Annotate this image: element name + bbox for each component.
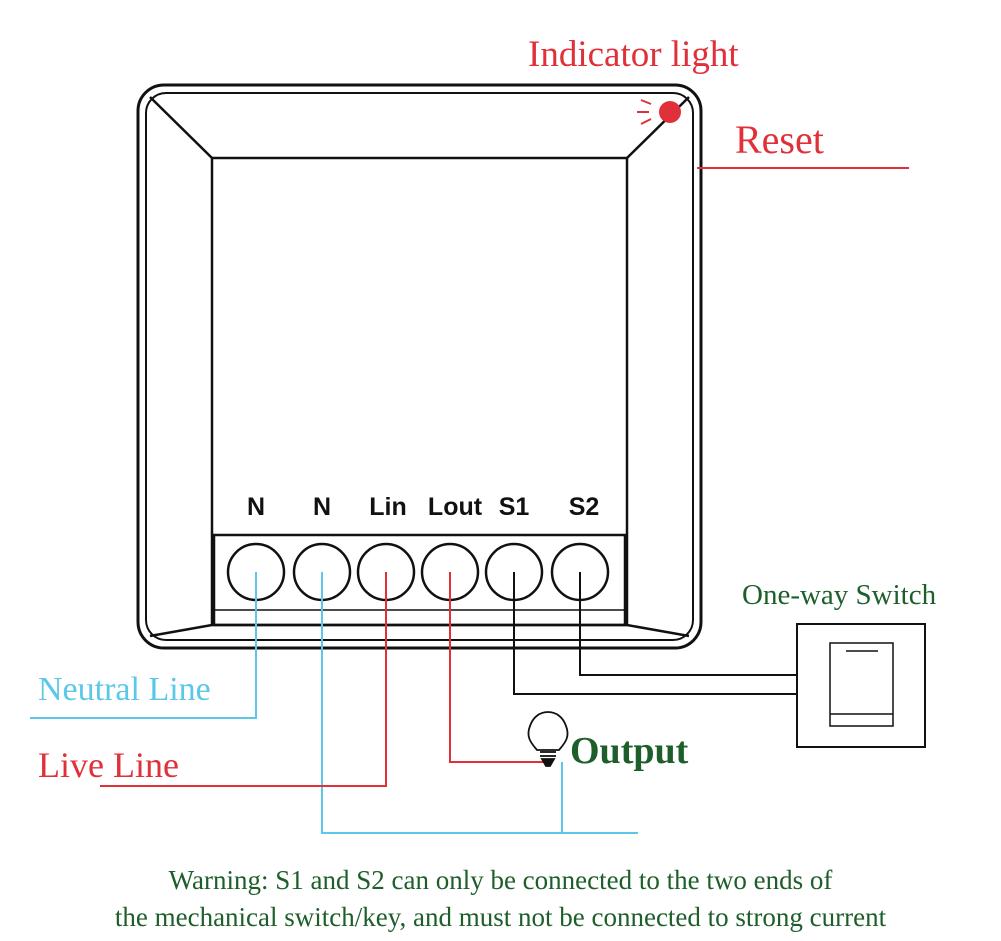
bevel-top-right [626,96,690,159]
terminal-labels: N N Lin Lout S1 S2 [247,493,599,521]
neutral-load-wire [321,572,638,834]
bevel-top-left [149,96,213,159]
switch-wiring [513,572,797,695]
neutral-line-label: Neutral Line [38,671,211,708]
warning-line-2: the mechanical switch/key, and must not … [114,902,887,932]
device-face [210,156,629,627]
bulb-base [540,758,556,767]
live-wiring [100,572,545,787]
terminal-label-s2: S2 [569,493,600,521]
live-line-wire [100,572,387,787]
terminal-block [212,533,627,627]
bevel-bottom-left [149,623,213,638]
output-label: Output [570,730,689,772]
switch-plate [796,623,926,748]
device-housing [136,83,703,650]
terminal-label-lin: Lin [369,493,407,521]
neutral-line-wire [30,572,257,719]
terminal-label-lout: Lout [428,493,483,521]
indicator-light-label: Indicator light [528,34,739,75]
terminal-label-n1: N [247,493,265,521]
neutral-wiring [30,572,638,834]
indicator-rays [637,99,652,125]
one-way-switch-icon [796,623,926,748]
terminal-label-s1: S1 [499,493,530,521]
warning-note: Warning: S1 and S2 can only be connected… [0,862,1001,936]
s2-wire [579,572,797,676]
terminal-label-n2: N [313,493,331,521]
warning-line-1: Warning: S1 and S2 can only be connected… [168,865,833,895]
reset-label: Reset [735,117,824,162]
switch-rocker [829,642,894,727]
bulb-glass [527,711,569,751]
s1-wire [513,572,797,695]
device-outer-frame [136,83,703,650]
output-wire [449,572,545,763]
light-bulb-icon [527,711,569,767]
bevel-bottom-right [626,623,690,638]
live-line-label: Live Line [38,745,179,785]
terminal-block-frame [212,533,627,627]
device-inner-frame [145,92,694,641]
indicator-light [637,99,681,125]
one-way-switch-label: One-way Switch [742,579,937,611]
indicator-light-dot [659,101,681,123]
